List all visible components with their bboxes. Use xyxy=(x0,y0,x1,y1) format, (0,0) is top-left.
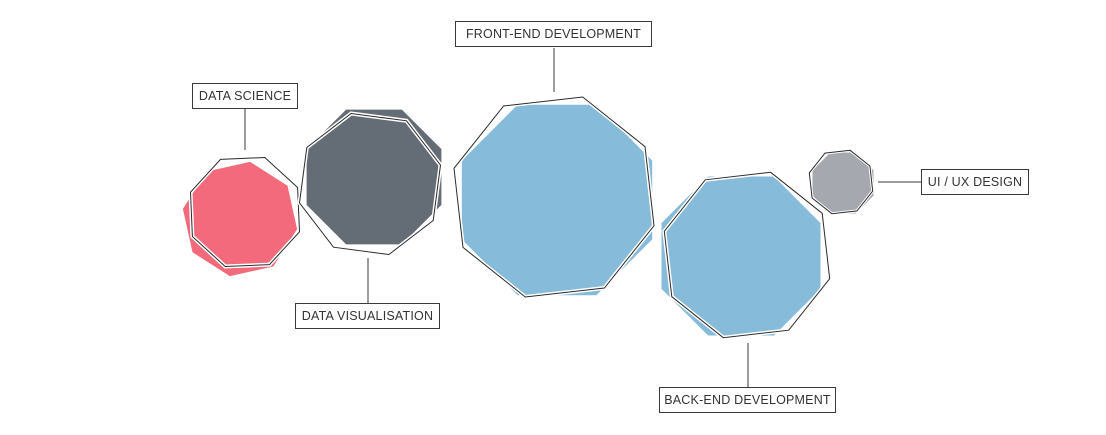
front-end-development-outline xyxy=(453,96,655,298)
data-science-outline xyxy=(189,156,301,268)
octagon-shapes xyxy=(182,94,875,340)
data-science-label: DATA SCIENCE xyxy=(192,83,298,109)
back-end-development-label: BACK-END DEVELOPMENT xyxy=(659,387,836,413)
data-visualisation-label: DATA VISUALISATION xyxy=(295,303,440,329)
back-end-development-fill xyxy=(661,176,821,336)
data-visualisation-fill xyxy=(306,109,442,245)
connector-lines xyxy=(244,48,921,387)
ui-ux-design-outline xyxy=(808,149,874,215)
front-end-development-fill xyxy=(461,104,653,296)
ui-ux-design-label: UI / UX DESIGN xyxy=(921,169,1029,195)
back-end-development-outline xyxy=(663,171,831,339)
front-end-development-label: FRONT-END DEVELOPMENT xyxy=(455,21,652,47)
data-visualisation-outline xyxy=(298,112,442,256)
ui-ux-design-fill xyxy=(812,152,874,214)
data-science-fill xyxy=(182,161,298,277)
